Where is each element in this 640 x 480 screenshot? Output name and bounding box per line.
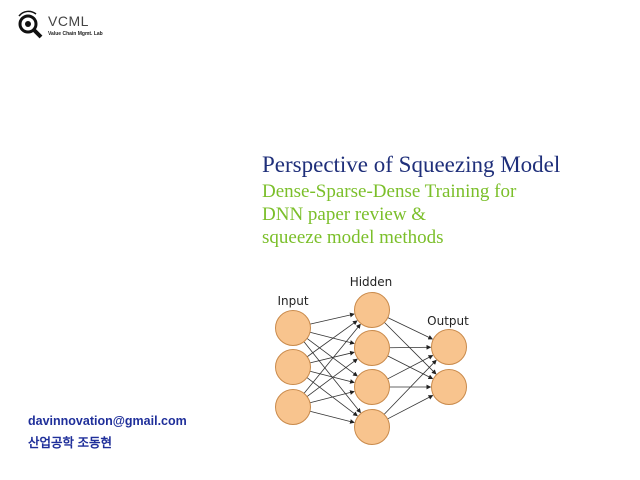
connection-arrow [306,320,358,358]
connection-arrow [306,358,358,397]
slide-subtitle: Dense-Sparse-Dense Training for DNN pape… [262,180,516,249]
connection-arrow [303,323,361,394]
connection-arrow [387,317,434,340]
vcml-logo [14,10,124,42]
connection-arrow [309,370,355,384]
hidden-node [354,330,390,366]
connection-arrow [387,355,434,380]
hidden-node [354,409,390,445]
subtitle-line: squeeze model methods [262,227,444,248]
input-node [275,310,311,346]
subtitle-line: Dense-Sparse-Dense Training for [262,181,517,202]
magnifier-logo-icon [18,10,43,39]
slide-title: Perspective of Squeezing Model [262,152,561,177]
contact-email: davinnovation@gmail.com [28,414,187,428]
output-node [431,329,467,365]
connection-arrow [309,410,355,424]
logo-name: VCML [48,13,89,29]
hidden-node [354,292,390,328]
input-node [275,389,311,425]
output-layer-label: Output [427,314,469,328]
subtitle-line: DNN paper review & [262,204,427,225]
author-name: 산업공학 조동현 [28,436,112,450]
connection-arrow [309,331,355,345]
input-layer-label: Input [277,294,308,308]
connection-arrow [383,359,437,415]
output-node [431,369,467,405]
logo-subtitle: Value Chain Mgmt. Lab [48,31,103,37]
input-node [275,349,311,385]
hidden-node [354,369,390,405]
connection-arrow [309,390,355,404]
connection-arrow [387,395,434,420]
connection-arrow [384,322,437,375]
connection-arrow [389,344,432,350]
connection-arrow [309,350,355,364]
hidden-layer-label: Hidden [350,275,393,289]
connection-arrow [309,312,355,325]
